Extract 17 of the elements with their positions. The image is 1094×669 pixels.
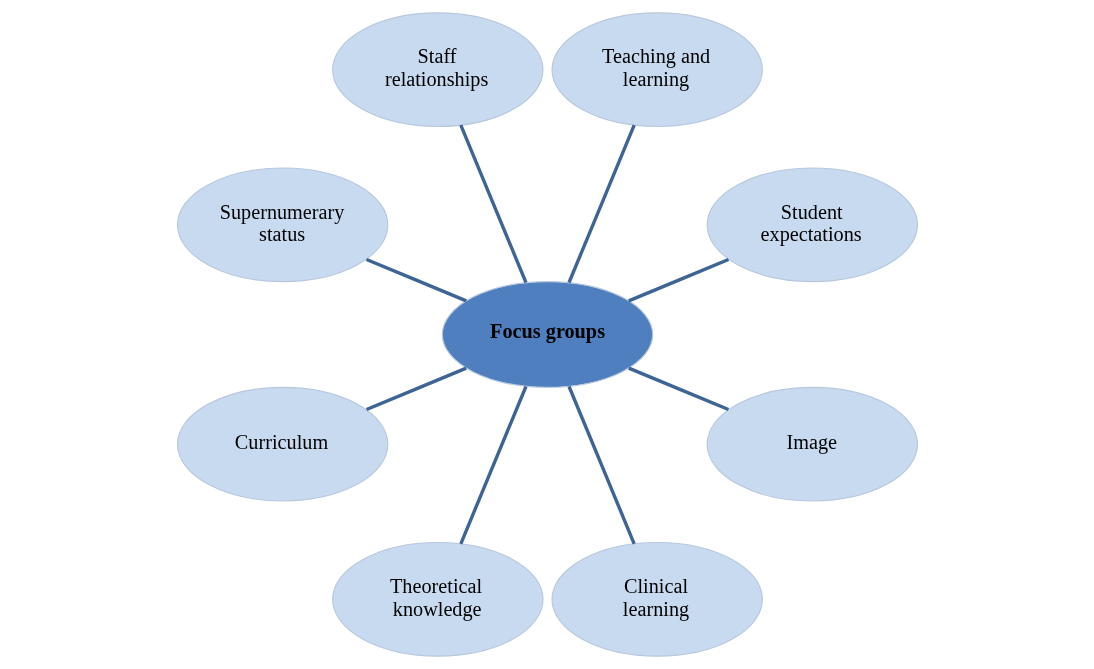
connector bbox=[627, 366, 729, 412]
node-ellipse: Image bbox=[706, 386, 918, 502]
connector bbox=[458, 124, 527, 284]
node-ellipse: Focus groups bbox=[441, 281, 653, 388]
connector bbox=[627, 257, 729, 303]
node-ellipse: Theoretical knowledge bbox=[331, 541, 544, 657]
connector bbox=[567, 124, 636, 284]
node-ellipse: Supernumerary status bbox=[176, 167, 388, 283]
node-ellipse: Curriculum bbox=[176, 386, 388, 502]
connector bbox=[567, 385, 636, 545]
node-ellipse: Teaching and learning bbox=[550, 12, 763, 128]
node-ellipse: Student expectations bbox=[706, 167, 918, 283]
connector bbox=[365, 366, 467, 412]
connector bbox=[365, 257, 467, 303]
node-ellipse: Clinical learning bbox=[550, 541, 763, 657]
node-ellipse: Staff relationships bbox=[331, 12, 544, 128]
connector bbox=[458, 385, 527, 545]
